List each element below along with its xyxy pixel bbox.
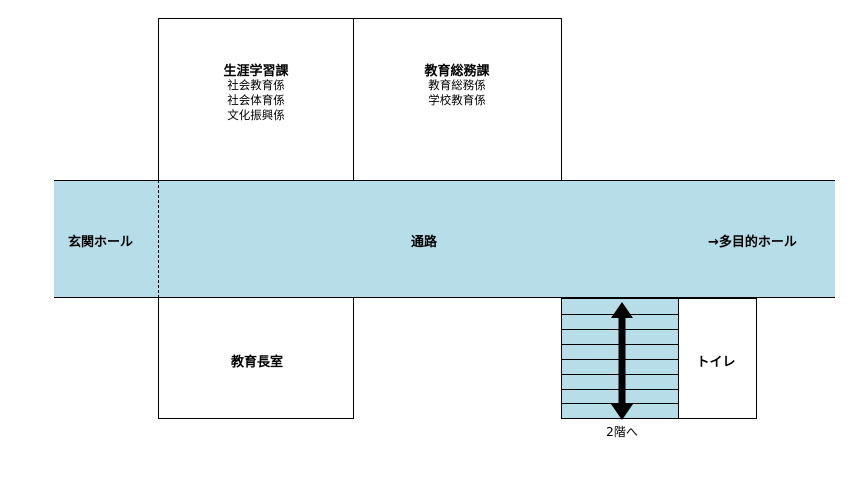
multipurpose-hall-label: →多目的ホール: [708, 235, 797, 250]
room-toilet: [678, 298, 757, 419]
corridor: [54, 180, 835, 298]
toilet-title: トイレ: [696, 355, 736, 370]
general-title: 教育総務課: [424, 64, 490, 79]
general-unit: 学校教育係: [428, 93, 486, 107]
passage-label: 通路: [410, 235, 438, 250]
room-lifelong-learning: [158, 18, 354, 182]
lifelong-title: 生涯学習課: [223, 64, 289, 79]
lifelong-unit: 文化振興係: [227, 108, 285, 122]
room-superintendent: [158, 297, 354, 419]
superintendent-title: 教育長室: [230, 355, 284, 370]
entrance-hall-label: 玄関ホール: [68, 235, 134, 250]
room-divider: [353, 18, 354, 180]
lifelong-unit: 社会体育係: [227, 93, 285, 107]
general-unit: 教育総務係: [428, 78, 486, 92]
room-general-affairs: [353, 18, 562, 182]
entrance-divider: [158, 180, 159, 298]
stairs-label: 2階へ: [606, 425, 638, 439]
lifelong-unit: 社会教育係: [227, 78, 285, 92]
